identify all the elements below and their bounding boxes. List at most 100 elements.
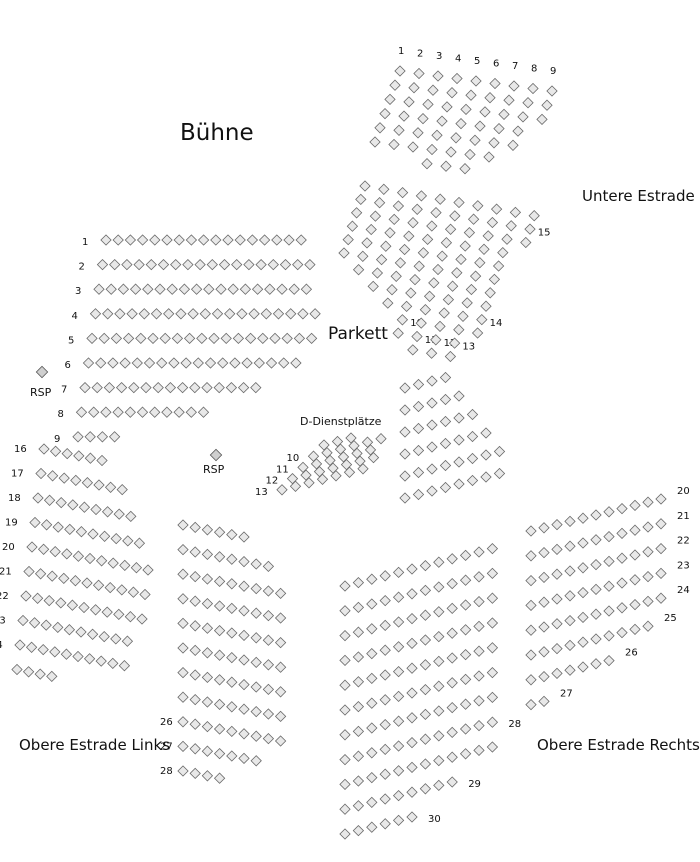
seat[interactable] <box>189 644 201 657</box>
seat[interactable] <box>355 193 367 206</box>
seat[interactable] <box>163 308 175 320</box>
seat[interactable] <box>138 308 150 320</box>
seat[interactable] <box>150 308 163 320</box>
seat[interactable] <box>201 770 214 782</box>
seat[interactable] <box>359 180 371 192</box>
seat[interactable] <box>339 580 351 592</box>
seat[interactable] <box>379 644 391 656</box>
seat[interactable] <box>446 652 458 664</box>
seat[interactable] <box>343 466 356 478</box>
seat[interactable] <box>213 551 226 563</box>
seat[interactable] <box>121 258 133 271</box>
seat[interactable] <box>108 431 121 443</box>
seat[interactable] <box>119 559 131 572</box>
seat[interactable] <box>603 605 615 617</box>
seat[interactable] <box>339 828 351 840</box>
seat[interactable] <box>417 112 429 125</box>
seat[interactable] <box>366 672 378 685</box>
seat[interactable] <box>227 283 239 295</box>
seat[interactable] <box>38 443 50 455</box>
seat[interactable] <box>201 548 214 561</box>
seat[interactable] <box>483 151 495 163</box>
seat[interactable] <box>236 308 248 320</box>
seat[interactable] <box>525 698 537 711</box>
seat[interactable] <box>352 800 365 812</box>
seat[interactable] <box>297 308 309 320</box>
seat[interactable] <box>603 580 615 592</box>
seat[interactable] <box>279 258 292 271</box>
seat[interactable] <box>484 287 496 299</box>
seat[interactable] <box>234 234 246 246</box>
seat[interactable] <box>95 555 108 567</box>
seat[interactable] <box>419 559 432 572</box>
seat[interactable] <box>412 400 425 413</box>
seat[interactable] <box>274 636 287 649</box>
seat[interactable] <box>272 308 285 320</box>
seat[interactable] <box>629 499 641 512</box>
seat[interactable] <box>177 617 189 630</box>
seat[interactable] <box>459 673 472 686</box>
seat[interactable] <box>538 522 550 534</box>
seat[interactable] <box>375 433 387 445</box>
seat[interactable] <box>577 512 589 524</box>
seat[interactable] <box>473 670 485 682</box>
seat[interactable] <box>392 641 405 653</box>
seat[interactable] <box>446 87 458 99</box>
seat[interactable] <box>91 381 103 394</box>
seat[interactable] <box>629 524 641 536</box>
seat[interactable] <box>177 765 189 777</box>
seat[interactable] <box>192 357 204 369</box>
seat[interactable] <box>40 619 52 631</box>
seat[interactable] <box>82 357 95 369</box>
seat[interactable] <box>394 257 407 269</box>
seat[interactable] <box>101 606 113 618</box>
seat[interactable] <box>262 560 275 573</box>
seat[interactable] <box>473 719 485 732</box>
seat[interactable] <box>352 775 365 787</box>
seat[interactable] <box>29 516 41 529</box>
seat[interactable] <box>538 571 550 584</box>
seat[interactable] <box>433 655 445 668</box>
seat[interactable] <box>403 96 415 108</box>
seat[interactable] <box>98 630 110 643</box>
seat[interactable] <box>98 530 111 542</box>
seat[interactable] <box>432 263 444 276</box>
seat[interactable] <box>438 307 450 319</box>
seat[interactable] <box>616 602 628 614</box>
seat[interactable] <box>393 124 405 136</box>
seat[interactable] <box>250 656 262 669</box>
seat[interactable] <box>88 406 100 418</box>
seat[interactable] <box>133 537 146 549</box>
seat[interactable] <box>379 570 391 582</box>
seat[interactable] <box>201 720 214 733</box>
seat[interactable] <box>439 371 452 384</box>
seat[interactable] <box>93 479 105 491</box>
seat[interactable] <box>406 637 418 650</box>
seat[interactable] <box>453 456 465 468</box>
seat[interactable] <box>107 657 119 670</box>
seat[interactable] <box>603 654 615 667</box>
seat[interactable] <box>339 803 351 815</box>
seat[interactable] <box>439 393 452 406</box>
seat[interactable] <box>213 772 226 784</box>
seat[interactable] <box>238 605 250 617</box>
seat[interactable] <box>590 558 602 571</box>
seat[interactable] <box>379 793 391 805</box>
seat[interactable] <box>112 234 124 246</box>
seat[interactable] <box>189 595 201 607</box>
seat[interactable] <box>103 381 116 394</box>
seat[interactable] <box>446 701 458 714</box>
seat[interactable] <box>551 642 563 655</box>
seat[interactable] <box>465 89 477 101</box>
seat[interactable] <box>508 80 520 92</box>
seat[interactable] <box>434 193 446 205</box>
seat[interactable] <box>590 633 602 645</box>
seat[interactable] <box>415 317 427 329</box>
seat[interactable] <box>70 474 82 487</box>
seat[interactable] <box>446 677 458 689</box>
seat[interactable] <box>486 642 499 654</box>
seat[interactable] <box>493 122 505 135</box>
seat[interactable] <box>366 722 378 734</box>
seat[interactable] <box>503 94 515 106</box>
seat[interactable] <box>366 697 378 709</box>
